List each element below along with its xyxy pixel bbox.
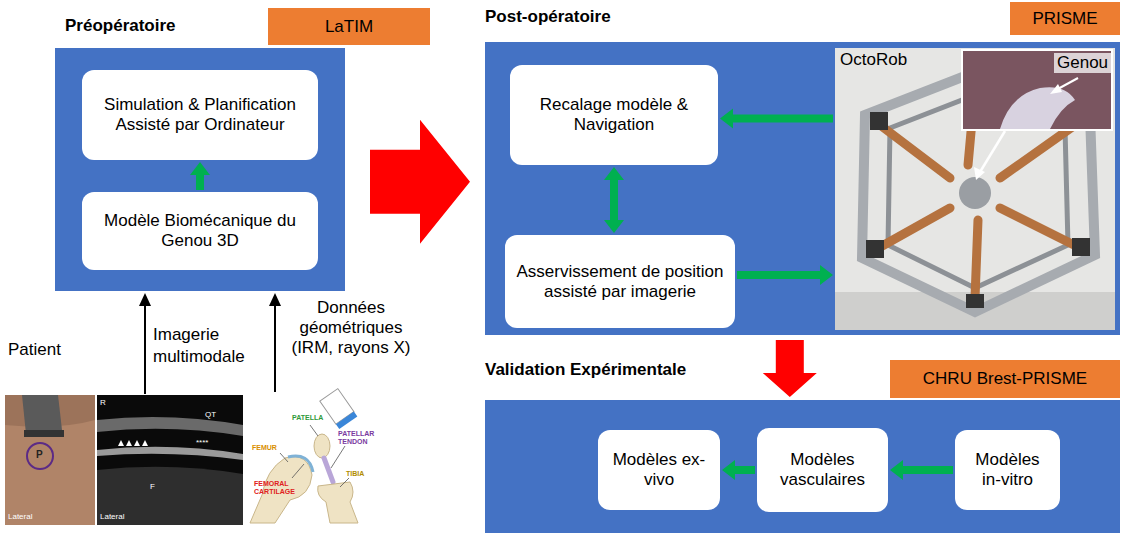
robot-photo: OctoRob [835,48,1115,330]
callout-label: Lateral [8,512,32,521]
flow-arrow [737,265,833,285]
process-box: Asservissement de position assisté par i… [505,235,735,328]
callout-label: **** [196,438,208,447]
node-text: CHRU Brest-PRISME [923,369,1087,389]
annotation-text: Données géométriques (IRM, rayons X) [287,298,415,358]
callout-label: QT [205,410,216,419]
phase-panel: Validation ExpérimentaleModèles ex-vivoM… [485,400,1120,533]
node-text: PRISME [1032,9,1097,29]
flow-arrow [720,109,833,129]
team-tag: CHRU Brest-PRISME [890,360,1120,398]
callout-label: Lateral [100,512,124,521]
flow-arrow [604,167,624,233]
process-box: Modèles vasculaires [757,428,888,512]
node-text: Modèles in-vitro [964,450,1051,490]
annotation-text: Patient [8,340,61,360]
callout-label: F [150,482,155,491]
callout-label: R [100,398,106,407]
process-box: Simulation & Planification Assisté par O… [82,70,318,160]
ultrasound-image [5,395,243,525]
annotation-text: Genou [1054,53,1111,73]
panel-heading: Post-opératoire [485,7,611,27]
octorob-photo [835,48,1115,330]
team-tag: PRISME [1010,2,1120,35]
phase-block-arrow [370,120,470,244]
process-box: Recalage modèle & Navigation [510,65,718,165]
flow-arrow [890,460,953,480]
node-text: Recalage modèle & Navigation [519,95,709,135]
callout-label: FEMORAL CARTILAGE [254,480,302,496]
phase-block-arrow [763,340,817,397]
phase-panel: Post-opératoireRecalage modèle & Navigat… [485,42,1120,335]
input-arrow [139,293,281,394]
callout-label: P [36,449,43,461]
node-text: Modèles ex-vivo [607,450,711,490]
callout-label: FEMUR [252,444,277,452]
knee-anatomy [250,389,378,523]
process-box: Modèle Biomécanique du Genou 3D [82,192,318,270]
node-text: Modèle Biomécanique du Genou 3D [91,211,309,251]
callout-label: PATELLA [292,414,323,422]
node-text: Modèles vasculaires [766,450,879,490]
annotation-text: Imagerie multimodale [153,324,261,368]
node-text: LaTIM [325,17,373,37]
team-tag: LaTIM [268,8,430,45]
callout-label: TIBIA [346,470,364,478]
node-text: OctoRob [835,48,912,72]
panel-heading: Validation Expérimentale [485,360,686,380]
panel-heading: Préopératoire [65,16,176,36]
process-box: Modèles in-vitro [955,430,1060,510]
callout-label: PATELLAR TENDON [338,430,378,446]
flow-arrow [722,460,755,480]
process-box: Modèles ex-vivo [598,430,720,510]
node-text: Asservissement de position assisté par i… [514,262,726,302]
flow-arrow [190,162,210,190]
node-text: Simulation & Planification Assisté par O… [91,95,309,135]
